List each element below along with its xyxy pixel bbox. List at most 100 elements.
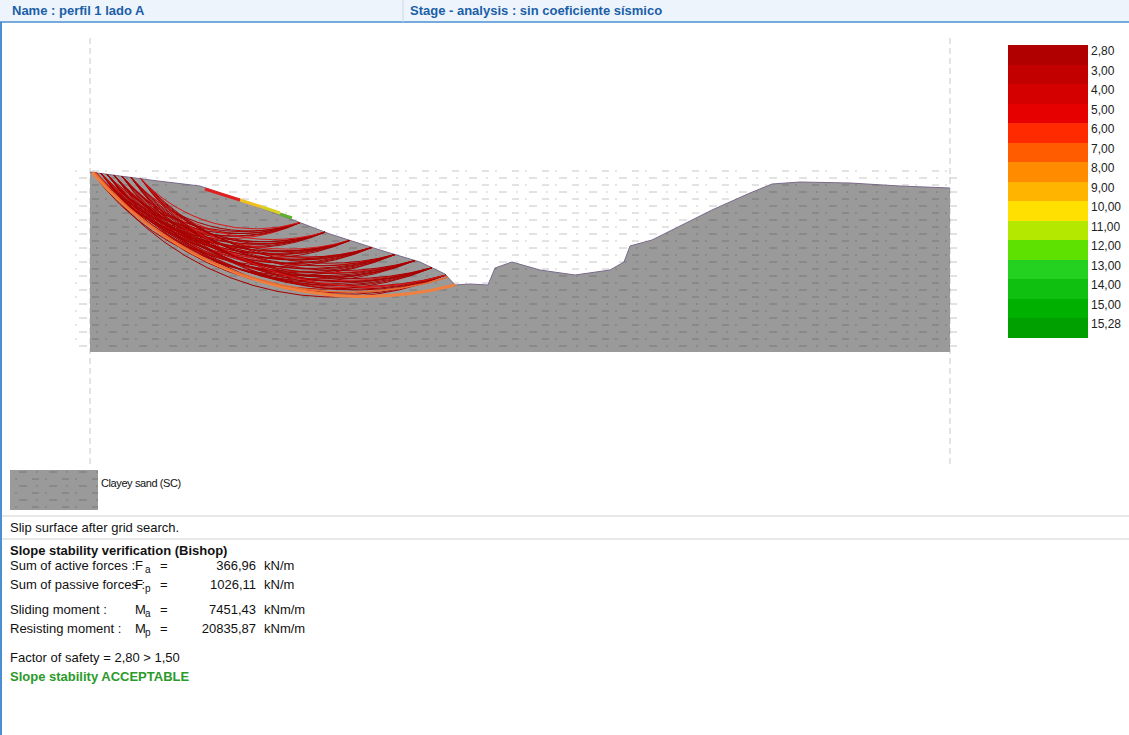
surface-patch xyxy=(262,207,280,213)
result-text: = xyxy=(160,558,168,574)
slip-arc xyxy=(107,174,395,265)
slip-arc xyxy=(96,173,415,276)
result-text: Slope stability ACCEPTABLE xyxy=(10,669,189,685)
result-text: Sliding moment : xyxy=(10,602,107,618)
slip-arc xyxy=(122,176,350,249)
header-text: Stage - analysis : sin coeficiente sísmi… xyxy=(410,3,662,19)
scale-value: 10,00 xyxy=(1091,200,1121,214)
scale-value: 11,00 xyxy=(1091,220,1120,234)
result-text: Slope stability verification (Bishop) xyxy=(10,543,227,559)
result-text: 366,96 xyxy=(216,558,256,574)
result-text: Resisting moment : xyxy=(10,621,121,637)
material-name: Clayey sand (SC) xyxy=(101,475,181,491)
slip-arc xyxy=(114,175,350,251)
result-text: F xyxy=(135,577,143,593)
slip-arc xyxy=(131,177,446,290)
scale-swatch xyxy=(1008,182,1088,202)
header-border xyxy=(0,21,1129,23)
ground-fill xyxy=(90,172,950,352)
header-text: Name : perfil 1 lado A xyxy=(12,3,144,19)
scale-swatch xyxy=(1008,84,1088,104)
slip-arc xyxy=(131,177,415,270)
surface-patch xyxy=(240,200,262,207)
scale-swatch xyxy=(1008,221,1088,241)
slip-arc xyxy=(101,173,446,292)
scale-swatch xyxy=(1008,279,1088,299)
result-text: Factor of safety = 2,80 > 1,50 xyxy=(10,650,180,666)
scale-swatch xyxy=(1008,104,1088,124)
header-divider xyxy=(403,0,404,22)
page-border xyxy=(0,0,2,735)
scale-swatch xyxy=(1008,45,1088,65)
result-text: 1026,11 xyxy=(210,577,256,593)
result-text: Slip surface after grid search. xyxy=(10,520,179,536)
slip-arc xyxy=(92,172,455,296)
slip-arc xyxy=(122,176,446,294)
result-text: p xyxy=(145,627,151,639)
result-text: a xyxy=(145,608,151,620)
slip-arc xyxy=(114,175,446,286)
scale-value: 2,80 xyxy=(1091,44,1114,58)
material-swatch xyxy=(10,470,98,510)
result-text: kN/m xyxy=(264,577,294,593)
surface-patch xyxy=(280,214,292,218)
scale-swatch xyxy=(1008,240,1088,260)
result-text: a xyxy=(145,564,151,576)
scale-swatch xyxy=(1008,162,1088,182)
slip-arc xyxy=(92,172,446,288)
scale-value: 8,00 xyxy=(1091,161,1114,175)
result-text: = xyxy=(160,577,168,593)
separator xyxy=(2,539,1129,540)
slip-arc xyxy=(96,173,446,297)
ground-hatch xyxy=(90,172,950,352)
scale-value: 14,00 xyxy=(1091,278,1121,292)
slip-arc xyxy=(114,175,372,257)
scale-swatch xyxy=(1008,299,1088,319)
scale-swatch xyxy=(1008,143,1088,163)
slip-arc xyxy=(92,172,432,283)
scale-swatch xyxy=(1008,201,1088,221)
slip-arc xyxy=(114,175,432,281)
slip-arc xyxy=(96,173,432,281)
result-text: kNm/m xyxy=(264,621,305,637)
slip-arc xyxy=(122,176,432,278)
result-text: 20835,87 xyxy=(202,621,256,637)
scale-value: 7,00 xyxy=(1091,142,1114,156)
slip-arc xyxy=(95,173,448,293)
scale-value: 3,00 xyxy=(1091,64,1114,78)
material-swatch xyxy=(10,470,98,510)
terrain xyxy=(90,172,950,352)
result-text: kNm/m xyxy=(264,602,305,618)
scale-swatch xyxy=(1008,260,1088,280)
surface-patch xyxy=(205,189,240,200)
slip-arc xyxy=(122,176,395,269)
result-text: = xyxy=(160,621,168,637)
result-text: kN/m xyxy=(264,558,294,574)
result-text: 7451,43 xyxy=(209,602,256,618)
slip-arc xyxy=(92,172,372,259)
scale-swatch xyxy=(1008,65,1088,85)
slip-arc xyxy=(122,176,415,273)
scale-value: 15,00 xyxy=(1091,298,1121,312)
scale-value: 12,00 xyxy=(1091,239,1121,253)
slip-arc xyxy=(141,179,432,282)
scale-value: 15,28 xyxy=(1091,317,1121,331)
scale-value: 9,00 xyxy=(1091,181,1114,195)
slip-surfaces xyxy=(92,172,455,297)
result-text: Sum of active forces : xyxy=(10,558,135,574)
scale-value: 6,00 xyxy=(1091,122,1114,136)
result-text: M xyxy=(135,602,146,618)
slip-arc xyxy=(114,175,395,273)
slip-arc xyxy=(114,175,415,277)
result-text: F xyxy=(135,558,143,574)
scale-value: 13,00 xyxy=(1091,259,1121,273)
slip-arc xyxy=(131,177,432,286)
result-text: Sum of passive forces : xyxy=(10,577,145,593)
scale-swatch xyxy=(1008,123,1088,143)
scale-value: 5,00 xyxy=(1091,103,1114,117)
slip-arc xyxy=(92,172,350,253)
scale-swatch xyxy=(1008,318,1088,338)
result-text: M xyxy=(135,621,146,637)
